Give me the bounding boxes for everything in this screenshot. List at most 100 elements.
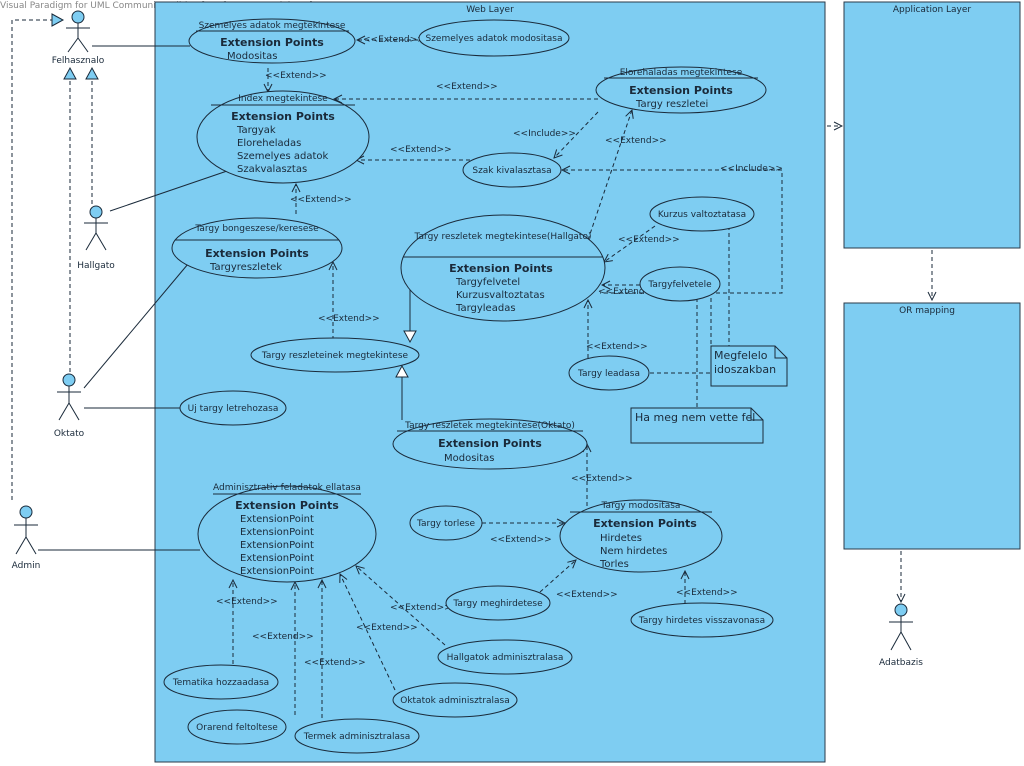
label-extend-8: <<Extend>> <box>598 287 660 297</box>
rel-reszletek-eloreh-extend <box>587 110 632 241</box>
rel-kurzus-reszletek-extend <box>604 225 656 262</box>
label-extend-14: <<Extend>> <box>676 588 738 598</box>
note-ha-meg-nem-vette-fel: Ha meg nem vette fel <box>630 407 764 444</box>
usecase-hallgatok-adm-title: Hallgatok adminisztralasa <box>447 653 564 663</box>
usecase-szemelyes-modositasa[interactable]: Szemelyes adatok modositasa <box>418 19 570 57</box>
actor-oktato-label: Oktato <box>54 429 85 439</box>
usecase-szak-kivalasztasa[interactable]: Szak kivalasztasa <box>462 152 562 188</box>
ext-point: Modositas <box>227 51 277 62</box>
assoc-hallgato-index <box>109 169 231 212</box>
usecase-orarend-title: Orarend feltoltese <box>196 723 278 733</box>
or-mapping-layer: OR mapping <box>843 302 1021 550</box>
usecase-bongeszes-title: Targy bongeszese/keresese <box>194 224 319 234</box>
label-extend-3: <<Extend>> <box>436 82 498 92</box>
usecase-uj-targy[interactable]: Uj targy letrehozasa <box>179 390 287 426</box>
label-extend-17: <<Extend>> <box>356 623 418 633</box>
label-extend-15: <<Extend>> <box>216 597 278 607</box>
ext-point: Kurzusvaltoztatas <box>456 290 545 301</box>
usecase-reszleteinek-title: Targy reszleteinek megtekintese <box>261 351 409 361</box>
usecase-index-title: Index megtekintese <box>238 94 328 104</box>
actor-admin-label: Admin <box>12 561 41 571</box>
ext-point: Modositas <box>444 453 494 464</box>
usecase-oktatok-adm[interactable]: Oktatok adminisztralasa <box>392 682 518 718</box>
usecase-hallgatok-adm[interactable]: Hallgatok adminisztralasa <box>437 639 573 675</box>
ext-points-header: Extension Points <box>205 247 309 260</box>
actor-hallgato-label: Hallgato <box>77 261 115 271</box>
usecase-tematika-title: Tematika hozzaadasa <box>172 678 269 688</box>
ext-points-header: Extension Points <box>593 517 697 530</box>
ext-point: ExtensionPoint <box>240 566 314 577</box>
usecase-reszletek-h-title: Targy reszletek megtekintese(Hallgato) <box>414 232 592 242</box>
label-extend-12: <<Extend>> <box>490 535 552 545</box>
note-text-line: idoszakban <box>714 363 776 376</box>
usecase-index[interactable]: Index megtekintese Extension Points Targ… <box>196 90 370 184</box>
usecase-termek-adm-title: Termek adminisztralasa <box>303 732 411 742</box>
actor-oktato: Oktato <box>54 373 85 439</box>
ext-point: Targy reszletei <box>635 99 708 110</box>
usecase-tematika[interactable]: Tematika hozzaadasa <box>163 664 279 700</box>
note-megfelelo-idoszakban: Megfelelo idoszakban <box>710 345 788 387</box>
ext-points-header: Extension Points <box>231 110 335 123</box>
usecase-kurzus-valtoztatasa[interactable]: Kurzus valtoztatasa <box>649 196 755 232</box>
usecase-leadasa[interactable]: Targy leadasa <box>568 355 650 391</box>
actor-adatbazis: Adatbazis <box>879 603 923 668</box>
usecase-meghirdetese-title: Targy meghirdetese <box>452 599 543 609</box>
ext-points-header: Extension Points <box>220 36 324 49</box>
label-extend-6: <<Extend>> <box>290 195 352 205</box>
web-layer-title: Web Layer <box>466 5 514 15</box>
ext-point: ExtensionPoint <box>240 527 314 538</box>
label-extend-2: <<Extend>> <box>265 71 327 81</box>
usecase-reszletek-oktato[interactable]: Targy reszletek megtekintese(Oktato) Ext… <box>392 418 588 470</box>
ext-point: Nem hirdetes <box>600 546 667 557</box>
usecase-termek-adm[interactable]: Termek adminisztralasa <box>294 718 420 754</box>
usecase-visszavonasa[interactable]: Targy hirdetes visszavonasa <box>630 602 774 638</box>
assoc-oktato-bongeszes <box>83 263 189 389</box>
ext-point: Torles <box>599 559 629 570</box>
ext-points-header: Extension Points <box>449 262 553 275</box>
ext-point: Targyfelvetel <box>455 277 520 288</box>
usecase-orarend[interactable]: Orarend feltoltese <box>187 709 287 745</box>
usecase-targyfelvetele[interactable]: Targyfelvetele <box>639 266 721 302</box>
label-include-2: <<Include>> <box>720 164 783 174</box>
label-extend-11: <<Extend>> <box>571 474 633 484</box>
usecase-bongeszes[interactable]: Targy bongeszese/keresese Extension Poin… <box>171 217 343 279</box>
ext-point: Targyreszletek <box>209 262 282 273</box>
usecase-szak-title: Szak kivalasztasa <box>472 166 551 176</box>
usecase-admin-feladatok[interactable]: Adminisztrativ feladatok ellatasa Extens… <box>197 483 377 583</box>
ext-point: Szemelyes adatok <box>237 151 329 162</box>
ext-points-header: Extension Points <box>629 84 733 97</box>
label-include-1: <<Include>> <box>513 129 576 139</box>
usecase-meghirdetese[interactable]: Targy meghirdetese <box>445 585 551 621</box>
stereotype-labels: <<Extend>> <<Extend>> <<Extend>> <<Inclu… <box>216 35 783 668</box>
usecase-elorehaladas[interactable]: Elorehaladas megtekintese Extension Poin… <box>595 66 767 114</box>
usecase-reszletek-hallgato[interactable]: Targy reszletek megtekintese(Hallgato) E… <box>400 214 606 322</box>
usecase-reszleteinek[interactable]: Targy reszleteinek megtekintese <box>250 337 420 373</box>
usecase-modositasa[interactable]: Targy modositasa Extension Points Hirdet… <box>559 499 723 573</box>
ext-point: ExtensionPoint <box>240 540 314 551</box>
usecase-szemelyes-modositasa-title: Szemelyes adatok modositasa <box>426 34 563 44</box>
label-extend-10: <<Extend>> <box>586 342 648 352</box>
label-extend-7: <<Extend>> <box>618 235 680 245</box>
note-text-line: Megfelelo <box>714 349 768 362</box>
ext-point: Targyak <box>236 125 276 136</box>
label-extend-19: <<Extend>> <box>304 658 366 668</box>
or-mapping-title: OR mapping <box>899 306 955 316</box>
ext-points-header: Extension Points <box>438 437 542 450</box>
ext-points-header: Extension Points <box>235 499 339 512</box>
label-extend-16: <<Extend>> <box>390 603 452 613</box>
ext-point: Eloreheladas <box>237 138 301 149</box>
actor-felhasznalo-label: Felhasznalo <box>52 56 105 66</box>
usecase-szemelyes-adatok-title: Szemelyes adatok megtekintese <box>199 21 346 31</box>
usecase-szemelyes-adatok[interactable]: Szemelyes adatok megtekintese Extension … <box>188 18 356 64</box>
label-extend-1: <<Extend>> <box>363 35 425 45</box>
usecase-visszavonasa-title: Targy hirdetes visszavonasa <box>638 616 765 626</box>
note-text: Ha meg nem vette fel <box>635 411 755 424</box>
label-extend-13: <<Extend>> <box>556 590 618 600</box>
rel-eloreh-szak-include <box>554 111 599 158</box>
usecase-torlese[interactable]: Targy torlese <box>409 505 483 541</box>
rel-hallgatok-admin-extend <box>356 566 446 646</box>
usecase-modositasa-title: Targy modositasa <box>601 501 681 511</box>
actor-felhasznalo: Felhasznalo <box>52 10 105 66</box>
actor-adatbazis-label: Adatbazis <box>879 658 923 668</box>
usecase-kurzus-title: Kurzus valtoztatasa <box>658 210 746 220</box>
